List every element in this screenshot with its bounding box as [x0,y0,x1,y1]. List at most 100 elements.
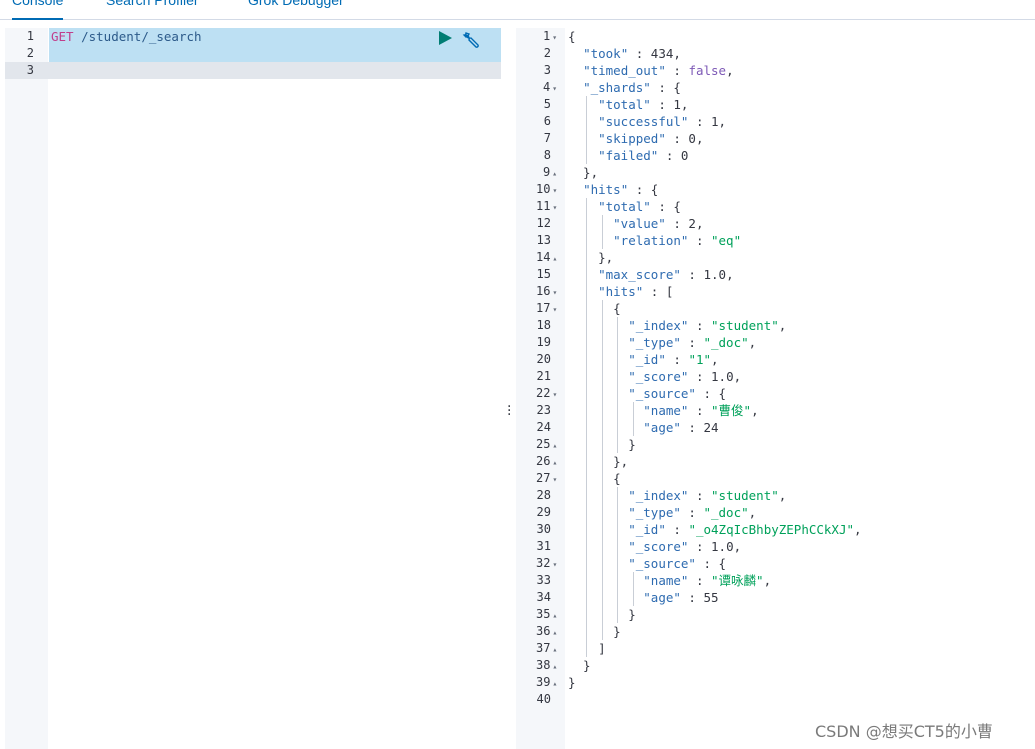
response-line[interactable]: "hits" : [ [598,284,674,299]
response-line[interactable]: "relation" : "eq" [613,233,742,248]
response-line[interactable]: "age" : 55 [643,590,719,605]
fold-close-icon[interactable]: ▴ [552,441,558,450]
response-line[interactable]: } [568,607,636,622]
response-line-number: 13 [536,233,551,247]
response-line-number: 17▾ [536,301,558,315]
fold-close-icon[interactable]: ▴ [552,628,558,637]
response-line[interactable]: }, [568,454,629,469]
response-line-number: 24 [536,420,551,434]
tab-grok-debugger[interactable]: Grok Debugger [248,0,344,8]
response-line-number: 6 [543,114,551,128]
response-line[interactable]: "failed" : 0 [598,148,689,163]
request-line[interactable]: GET /student/_search [51,28,202,45]
request-method: GET [51,29,74,44]
fold-close-icon[interactable]: ▴ [552,645,558,654]
response-line-number: 12 [536,216,551,230]
indent-guide [617,317,618,453]
request-selection [49,28,501,62]
indent-guide [602,300,603,640]
fold-close-icon[interactable]: ▴ [552,611,558,620]
response-line[interactable]: "_type" : "_doc", [628,335,757,350]
request-line-number: 1 [26,29,34,43]
response-line-number: 39▴ [536,675,558,689]
response-line-number: 22▾ [536,386,558,400]
tab-bar: Console Search Profiler Grok Debugger [0,0,1035,20]
response-line[interactable]: "successful" : 1, [598,114,727,129]
response-line[interactable]: } [568,437,636,452]
fold-close-icon[interactable]: ▴ [552,458,558,467]
response-line[interactable]: "_score" : 1.0, [628,539,742,554]
response-line-number: 36▴ [536,624,558,638]
response-line-number: 33 [536,573,551,587]
response-line[interactable]: "name" : "谭咏麟", [643,573,772,588]
response-line-number: 28 [536,488,551,502]
response-line[interactable]: "_index" : "student", [628,488,787,503]
response-line-number: 5 [543,97,551,111]
response-line[interactable]: "hits" : { [583,182,659,197]
response-line[interactable]: "_shards" : { [583,80,681,95]
response-line[interactable]: } [568,675,576,690]
response-line[interactable]: "_type" : "_doc", [628,505,757,520]
tab-console[interactable]: Console [12,0,64,20]
fold-close-icon[interactable]: ▴ [552,254,558,263]
fold-open-icon[interactable]: ▾ [552,203,558,212]
fold-open-icon[interactable]: ▾ [552,288,558,297]
request-path: /student/_search [81,29,202,44]
response-line[interactable]: "_source" : { [628,386,727,401]
response-line-number: 14▴ [536,250,558,264]
tab-search-profiler[interactable]: Search Profiler [106,0,199,8]
request-editor[interactable] [5,28,501,749]
response-line[interactable]: "name" : "曹俊", [643,403,759,418]
fold-open-icon[interactable]: ▾ [552,390,558,399]
fold-open-icon[interactable]: ▾ [552,305,558,314]
response-line[interactable]: "_id" : "1", [628,352,719,367]
response-line[interactable]: } [568,658,591,673]
indent-guide [602,215,603,249]
fold-open-icon[interactable]: ▾ [552,84,558,93]
response-line[interactable]: { [568,29,576,44]
response-line[interactable]: "total" : 1, [598,97,689,112]
response-line-number: 8 [543,148,551,162]
resizer-dots-icon[interactable]: ··· [507,399,512,423]
fold-open-icon[interactable]: ▾ [552,475,558,484]
response-line-number: 1▾ [543,29,558,43]
response-line[interactable]: "age" : 24 [643,420,719,435]
response-line[interactable]: "_score" : 1.0, [628,369,742,384]
response-line[interactable]: "_id" : "_o4ZqIcBhbyZEPhCCkXJ", [628,522,862,537]
fold-close-icon[interactable]: ▴ [552,679,558,688]
fold-open-icon[interactable]: ▾ [552,33,558,42]
response-line-number: 27▾ [536,471,558,485]
response-line[interactable]: }, [568,250,614,265]
send-request-play-icon[interactable] [439,31,452,45]
response-line[interactable]: "value" : 2, [613,216,704,231]
response-line-number: 30 [536,522,551,536]
wrench-settings-icon[interactable] [462,30,482,50]
response-line[interactable]: } [568,624,621,639]
response-line[interactable]: { [568,471,621,486]
response-line-number: 20 [536,352,551,366]
response-line[interactable]: }, [568,165,599,180]
indent-guide [586,96,587,164]
indent-guide [633,402,634,436]
fold-open-icon[interactable]: ▾ [552,186,558,195]
response-line[interactable]: "_index" : "student", [628,318,787,333]
response-line-number: 37▴ [536,641,558,655]
response-line[interactable]: "max_score" : 1.0, [598,267,734,282]
response-line[interactable]: { [568,301,621,316]
response-line-number: 34 [536,590,551,604]
response-line[interactable]: "took" : 434, [583,46,681,61]
fold-close-icon[interactable]: ▴ [552,662,558,671]
response-line-number: 31 [536,539,551,553]
response-line[interactable]: "timed_out" : false, [583,63,734,78]
indent-guide [633,572,634,606]
fold-open-icon[interactable]: ▾ [552,560,558,569]
response-line[interactable]: "skipped" : 0, [598,131,704,146]
response-line[interactable]: "_source" : { [628,556,727,571]
response-line-number: 32▾ [536,556,558,570]
response-line[interactable]: "total" : { [598,199,681,214]
response-line[interactable]: ] [568,641,606,656]
fold-close-icon[interactable]: ▴ [552,169,558,178]
request-line-number: 3 [26,63,34,77]
response-gutter [516,28,565,749]
response-line-number: 21 [536,369,551,383]
